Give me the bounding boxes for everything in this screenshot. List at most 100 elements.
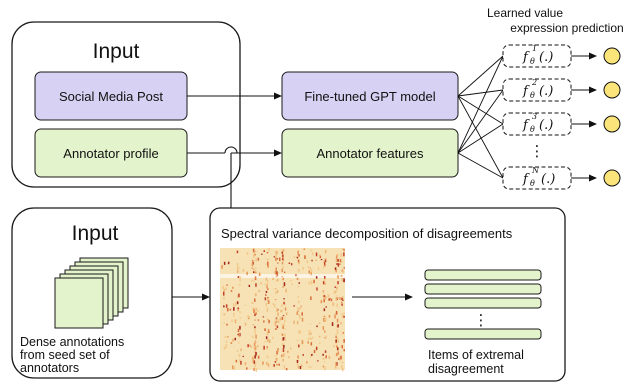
heatmap-cell bbox=[239, 325, 241, 330]
extremal-item-bar bbox=[424, 297, 542, 309]
heatmap-cell bbox=[281, 323, 283, 325]
heatmap-cell bbox=[261, 253, 263, 255]
heatmap-cell bbox=[257, 355, 260, 359]
heatmap-cell bbox=[253, 368, 255, 371]
heatmap-cell bbox=[232, 338, 234, 342]
heatmap-cell bbox=[342, 248, 344, 250]
heatmap-cell bbox=[336, 254, 338, 258]
heatmap-cell bbox=[282, 266, 285, 269]
heatmap-cell bbox=[223, 291, 225, 296]
heatmap-cell bbox=[312, 252, 314, 256]
heatmap-cell bbox=[297, 269, 300, 273]
heatmap-cell bbox=[329, 298, 331, 300]
heatmap-cell bbox=[281, 316, 284, 320]
heatmap-cell bbox=[298, 254, 300, 257]
heatmap-cell bbox=[277, 363, 279, 365]
heatmap-cell bbox=[276, 272, 279, 276]
heatmap-cell bbox=[323, 308, 326, 312]
heatmap-cell bbox=[295, 274, 297, 277]
heatmap-cell bbox=[325, 317, 327, 321]
heatmap-cell bbox=[281, 333, 284, 336]
heatmap-cell bbox=[255, 258, 257, 262]
heatmap-cell bbox=[229, 308, 232, 311]
heatmap-cell bbox=[335, 295, 338, 297]
heatmap-cell bbox=[290, 263, 293, 266]
heatmap-cell bbox=[253, 254, 255, 258]
heatmap-cell bbox=[254, 269, 257, 271]
heatmap-cell bbox=[309, 323, 311, 325]
heatmap-cell bbox=[296, 256, 299, 259]
extremal-item-bar bbox=[424, 283, 542, 295]
heatmap-cell bbox=[301, 340, 304, 345]
heatmap-cell bbox=[281, 309, 283, 312]
annotation-stack-icon bbox=[54, 257, 129, 329]
heatmap-cell bbox=[334, 314, 336, 319]
heatmap-cell bbox=[324, 330, 326, 333]
heatmap-cell bbox=[262, 361, 264, 365]
heatmap-cell bbox=[226, 284, 228, 286]
heatmap-cell bbox=[237, 269, 239, 273]
heatmap-cell bbox=[239, 278, 241, 282]
heatmap-cell bbox=[343, 312, 345, 314]
heatmap-cell bbox=[238, 354, 241, 357]
heatmap-cell bbox=[242, 268, 245, 273]
heatmap-cell bbox=[323, 315, 326, 318]
heatmap-cell bbox=[246, 271, 248, 275]
heatmap-cell bbox=[299, 330, 301, 334]
heatmap-cell bbox=[275, 318, 278, 321]
heatmap-cell bbox=[274, 270, 277, 275]
heatmap-cell bbox=[249, 344, 251, 347]
heatmap-cell bbox=[335, 312, 338, 314]
heatmap-cell bbox=[258, 290, 260, 292]
heatmap-cell bbox=[236, 350, 239, 352]
heatmap-cell bbox=[313, 349, 316, 354]
heatmap-cell bbox=[232, 365, 234, 369]
heatmap-cell bbox=[298, 314, 300, 316]
heatmap-cell bbox=[324, 264, 326, 267]
heatmap-cell bbox=[263, 250, 265, 252]
heatmap-cell bbox=[264, 263, 267, 265]
heatmap-cell bbox=[274, 299, 277, 301]
heatmap-cell bbox=[238, 341, 240, 344]
heatmap-cell bbox=[340, 275, 343, 277]
heatmap-cell bbox=[315, 259, 317, 261]
heatmap-cell bbox=[266, 346, 268, 349]
heatmap-cell bbox=[264, 328, 266, 331]
heatmap-cell bbox=[239, 358, 241, 363]
heatmap-cell bbox=[323, 278, 326, 282]
svg-text:θ: θ bbox=[530, 91, 535, 100]
heatmap-cell bbox=[332, 302, 334, 306]
heatmap-cell bbox=[283, 298, 285, 300]
heatmap-cell bbox=[252, 359, 255, 364]
items-caption-line2: disagreement bbox=[428, 362, 504, 376]
heatmap-cell bbox=[322, 358, 325, 360]
heatmap-cell bbox=[310, 280, 313, 285]
heatmap-cell bbox=[236, 262, 239, 267]
heatmap-cell bbox=[323, 298, 326, 300]
heatmap-cell bbox=[281, 250, 284, 252]
heatmap-cell bbox=[276, 351, 278, 355]
heatmap-cell bbox=[310, 337, 312, 341]
svg-text:θ: θ bbox=[530, 179, 535, 188]
heatmap-cell bbox=[281, 268, 283, 273]
heatmap-cell bbox=[266, 310, 269, 313]
heatmap-cell bbox=[251, 279, 253, 282]
heatmap-cell bbox=[257, 345, 259, 348]
heatmap-cell bbox=[257, 309, 259, 312]
heatmap-cell bbox=[282, 337, 285, 340]
heatmap-cell bbox=[308, 270, 310, 274]
arrow-spectral-to-features bbox=[230, 152, 275, 208]
heatmap-cell bbox=[279, 317, 282, 321]
spectral-title: Spectral variance decomposition of disag… bbox=[221, 226, 513, 241]
heatmap-cell bbox=[281, 354, 283, 358]
heatmap-cell bbox=[328, 315, 331, 318]
heatmap-cell bbox=[254, 319, 256, 321]
heatmap-cell bbox=[254, 332, 256, 335]
heatmap-cell bbox=[251, 262, 254, 267]
heatmap-cell bbox=[288, 356, 290, 358]
heatmap-cell bbox=[315, 346, 318, 351]
heatmap-cell bbox=[280, 310, 282, 313]
heatmap-cell bbox=[254, 250, 257, 253]
disagreement-heatmap bbox=[220, 248, 345, 372]
heatmap-cell bbox=[299, 315, 301, 320]
